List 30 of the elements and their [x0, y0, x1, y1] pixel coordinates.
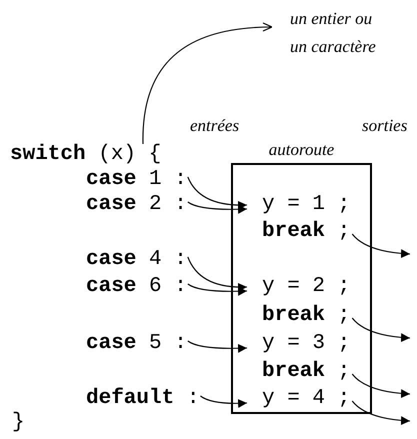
- statement-text: break ;: [247, 219, 350, 245]
- column-label: sorties: [362, 116, 408, 136]
- code-line: case 5 :: [86, 331, 187, 357]
- arrow: [188, 340, 248, 353]
- arrow: [352, 400, 410, 425]
- arrow: [188, 202, 248, 214]
- arrow: [188, 284, 248, 296]
- arrow: [200, 396, 248, 408]
- arrow: [142, 22, 273, 144]
- code-line: case 4 :: [86, 247, 187, 273]
- column-label: entrées: [190, 116, 240, 136]
- code-line: case 1 :: [86, 167, 187, 193]
- code-line: }: [12, 410, 25, 436]
- box-heading: autoroute: [268, 140, 336, 160]
- arrow: [187, 256, 247, 292]
- note-text: un entier ou un caractère: [290, 5, 390, 61]
- statement-text: break ;: [247, 359, 350, 385]
- statement-text: y = 3 ;: [247, 331, 350, 357]
- code-line: switch (x) {: [10, 142, 162, 168]
- arrow: [352, 374, 410, 398]
- statement-text: y = 4 ;: [247, 386, 350, 412]
- arrow: [352, 234, 410, 258]
- statement-text: y = 2 ;: [247, 274, 350, 300]
- arrow: [187, 176, 247, 210]
- arrow: [352, 318, 410, 342]
- code-line: case 6 :: [86, 274, 187, 300]
- statement-text: break ;: [247, 303, 350, 329]
- code-line: default :: [86, 386, 200, 412]
- code-line: case 2 :: [86, 192, 187, 218]
- statement-text: y = 1 ;: [247, 192, 350, 218]
